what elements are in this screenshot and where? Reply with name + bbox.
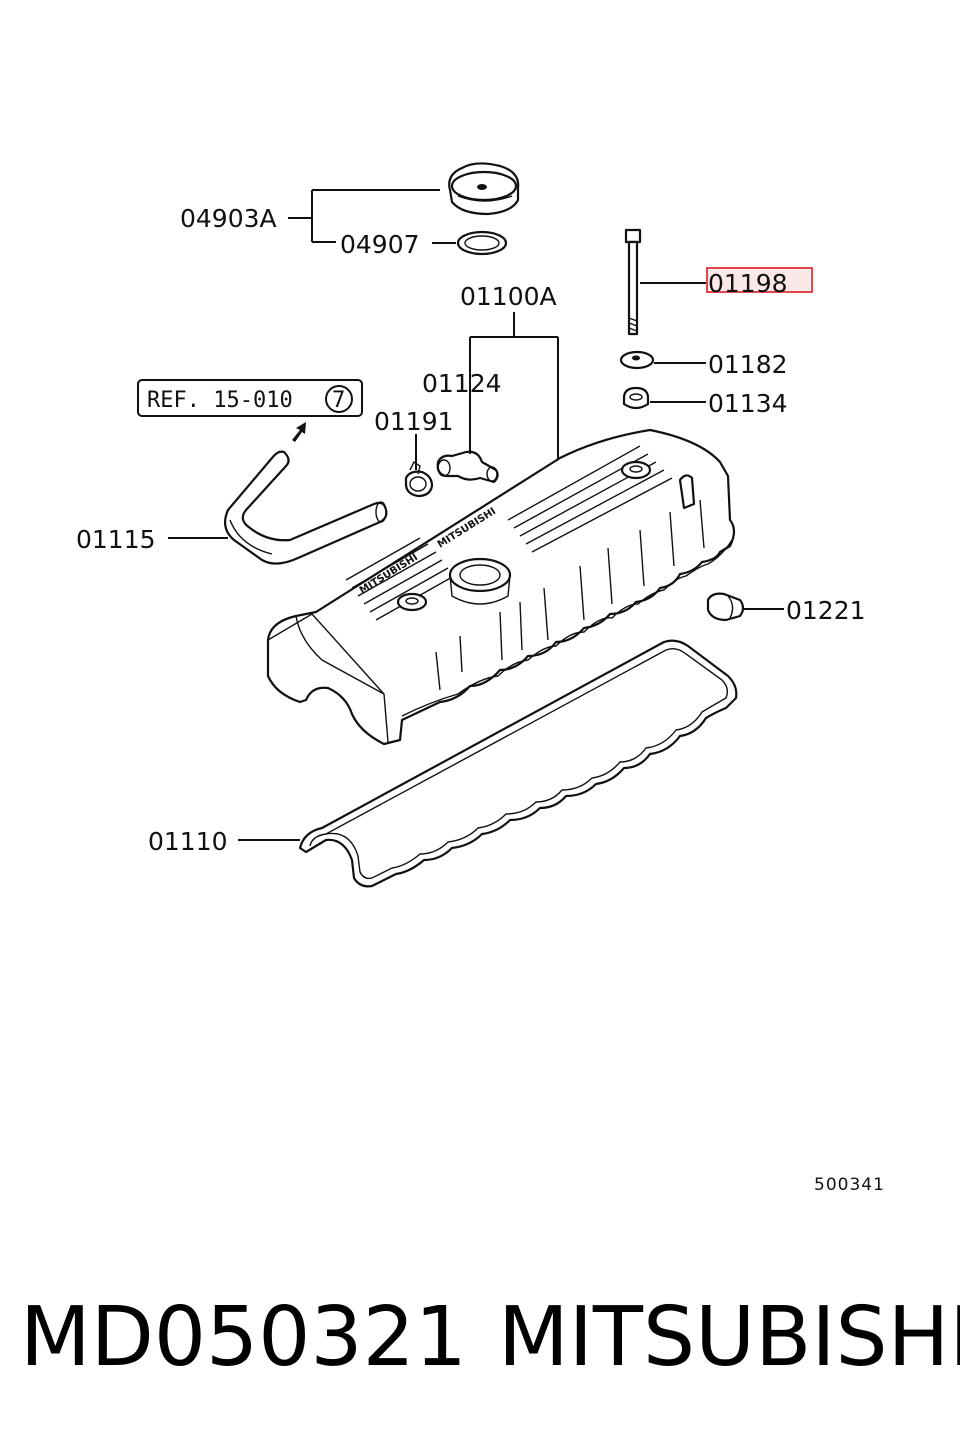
reference-arrow-icon bbox=[292, 422, 306, 442]
rubber-grommet[interactable] bbox=[622, 386, 650, 410]
sealing-washer[interactable] bbox=[619, 350, 655, 370]
drawing-number: 500341 bbox=[814, 1175, 885, 1195]
oil-filler-cap[interactable] bbox=[448, 162, 520, 216]
label-01124: 01124 bbox=[422, 369, 502, 398]
label-04907: 04907 bbox=[340, 230, 420, 259]
label-01110: 01110 bbox=[148, 827, 228, 856]
footer-brand: MITSUBISHI bbox=[498, 1290, 960, 1385]
breather-hose[interactable] bbox=[223, 450, 388, 565]
label-01182: 01182 bbox=[708, 350, 788, 379]
label-01191: 01191 bbox=[374, 407, 454, 436]
label-01100a: 01100A bbox=[460, 282, 557, 311]
hose-clamp[interactable] bbox=[404, 460, 434, 498]
rocker-cover-gasket[interactable] bbox=[298, 639, 738, 888]
footer-part-number: MD050321 bbox=[20, 1290, 467, 1385]
cover-bolt[interactable] bbox=[624, 228, 642, 336]
pcv-connector[interactable] bbox=[436, 450, 499, 484]
reference-circled-number: 7 bbox=[332, 388, 345, 413]
half-moon-plug[interactable] bbox=[706, 592, 745, 622]
highlight-box-01198 bbox=[706, 267, 813, 293]
rocker-cover[interactable]: MITSUBISHI MITSUBISHI bbox=[266, 428, 736, 746]
filler-cap-gasket[interactable] bbox=[456, 230, 508, 256]
label-01115: 01115 bbox=[76, 525, 156, 554]
reference-box[interactable]: REF. 15-010 7 bbox=[137, 379, 363, 417]
label-04903a: 04903A bbox=[180, 204, 277, 233]
label-01134: 01134 bbox=[708, 389, 788, 418]
reference-text: REF. 15-010 bbox=[147, 388, 293, 413]
label-01198: 01198 bbox=[708, 269, 788, 298]
label-01221: 01221 bbox=[786, 596, 866, 625]
